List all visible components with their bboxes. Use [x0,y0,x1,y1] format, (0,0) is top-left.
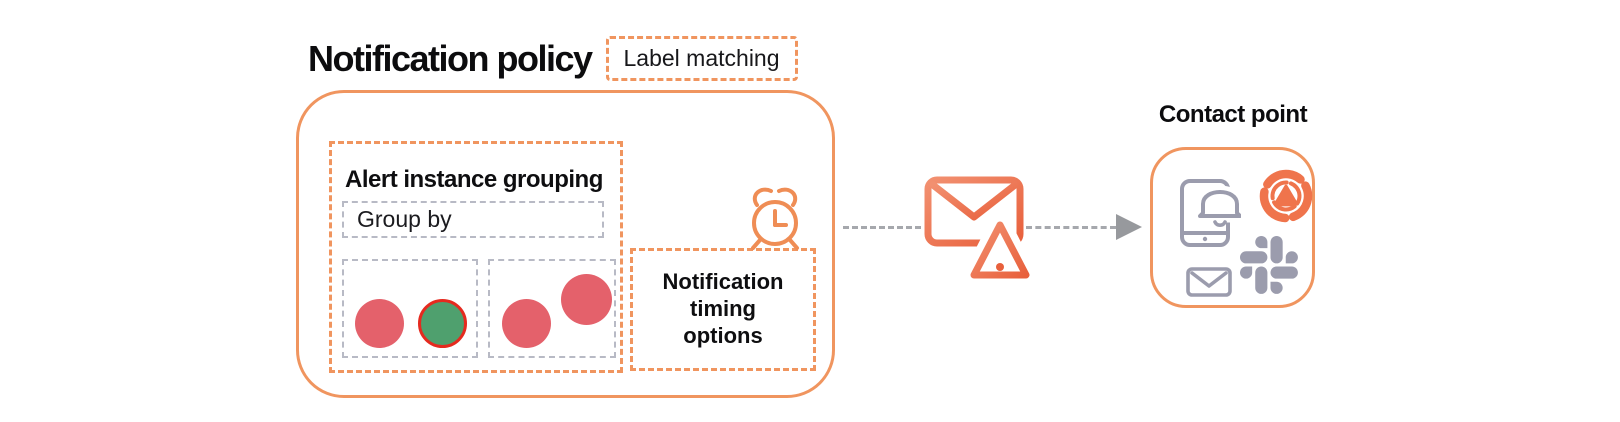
email-alert-icon [924,176,1032,286]
contact-point-box [1150,147,1315,308]
alert-instance-dot-red [502,299,551,348]
timing-label: Notification timing options [662,269,784,348]
arrow-right-icon [1116,214,1142,240]
slack-icon [1240,236,1298,294]
notification-policy-box: Alert instance grouping Group by Notific… [296,90,835,398]
alert-group [488,259,616,358]
connector-dash-left [843,226,921,229]
email-icon [1186,267,1232,297]
label-matching-badge: Label matching [605,36,798,81]
notification-timing-box: Notification timing options [630,248,816,371]
diagram-header: Notification policy Label matching [308,36,798,81]
grafana-oncall-icon [1259,169,1313,223]
alert-instance-dot-red [561,274,612,325]
alert-instance-dot-green [418,299,467,348]
alert-instance-dot-red [355,299,404,348]
contact-point-title: Contact point [1158,101,1308,128]
group-by-field: Group by [342,201,604,238]
grouping-title: Alert instance grouping [345,166,603,193]
connector-dash-right [1026,226,1116,229]
label-matching-text: Label matching [623,45,780,71]
alert-group [342,259,478,358]
page-title: Notification policy [308,37,593,79]
alarm-clock-icon [751,187,799,250]
alert-instance-grouping-box: Alert instance grouping Group by [329,141,623,373]
group-by-label: Group by [357,206,452,232]
mobile-push-notification-icon [1180,179,1241,247]
